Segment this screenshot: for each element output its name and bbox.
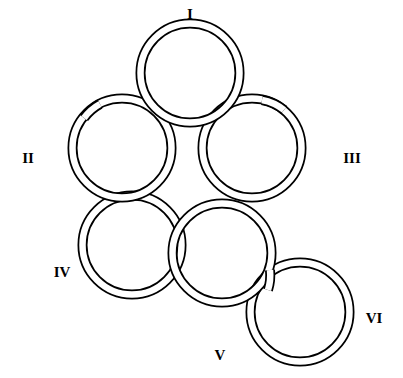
ring: [251, 263, 350, 362]
ring-label: II: [22, 151, 34, 166]
ring-label: I: [187, 7, 193, 22]
ring-overlap: [268, 270, 270, 290]
ring: [83, 196, 182, 295]
ring-overlap: [268, 270, 270, 290]
ring-label: IV: [54, 265, 71, 280]
ring-overlap: [84, 104, 100, 118]
ring-overlap: [262, 100, 284, 110]
ring: [141, 24, 240, 123]
ring-label: V: [215, 348, 226, 363]
ring-label: III: [343, 151, 361, 166]
ring-overlap: [84, 104, 100, 118]
ring-overlap: [262, 100, 284, 110]
ring-label: VI: [366, 311, 383, 326]
ring: [173, 204, 272, 303]
